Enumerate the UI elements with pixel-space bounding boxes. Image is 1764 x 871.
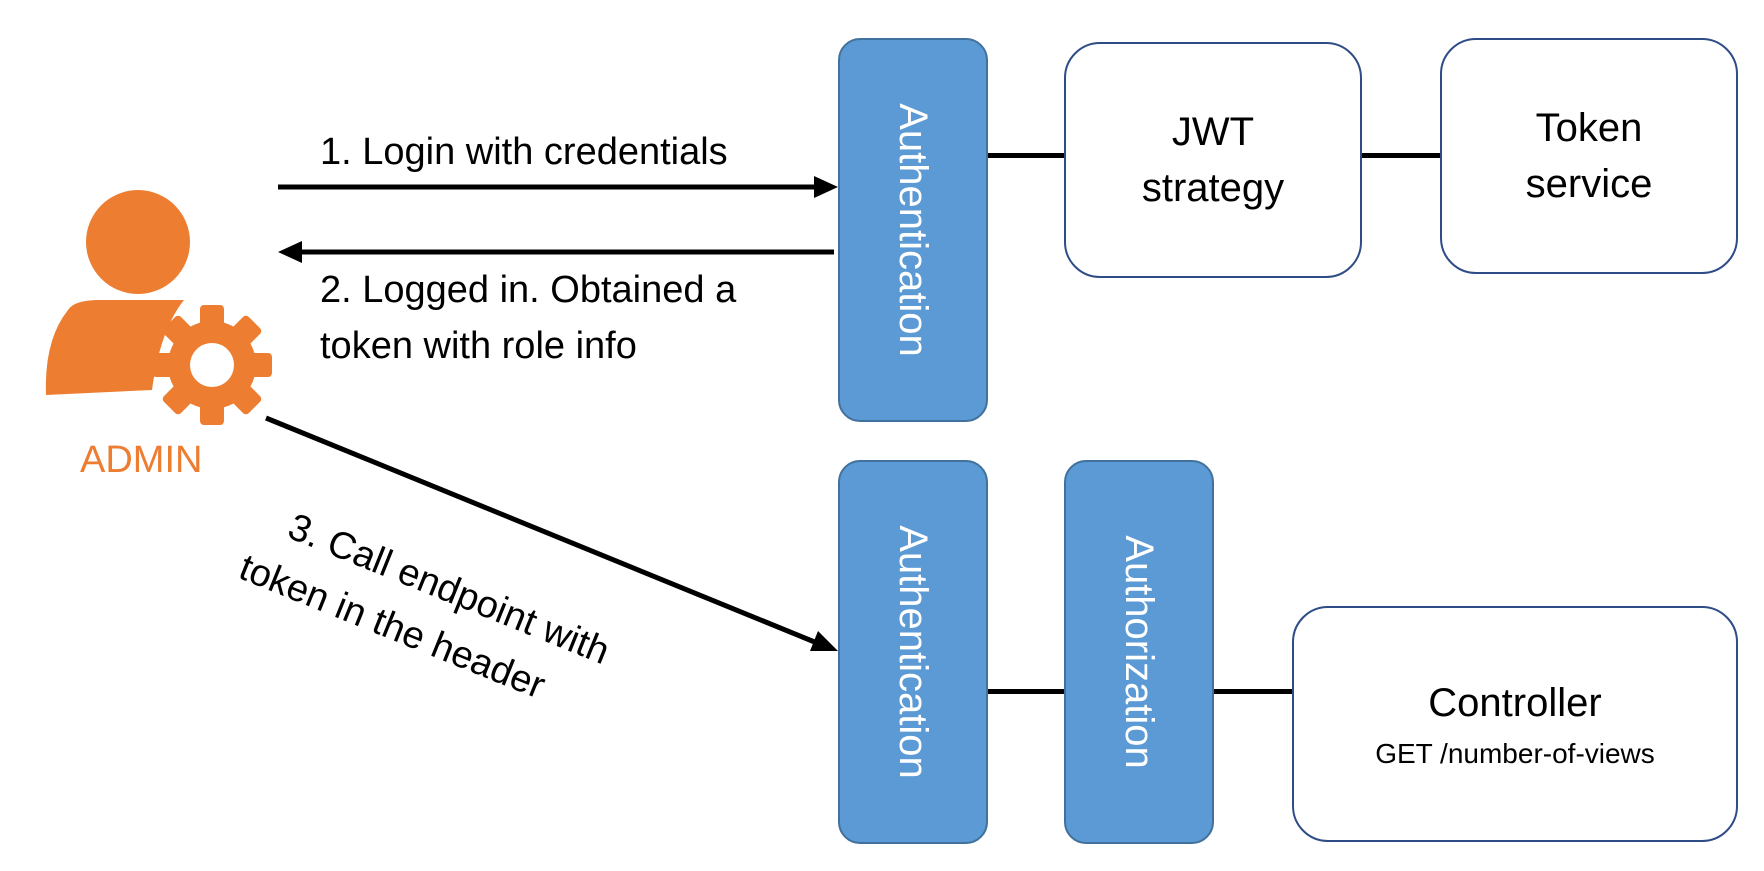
controller-title: Controller [1428, 681, 1602, 725]
jwt-strategy-box: JWT strategy [1064, 42, 1362, 278]
top-authentication-label: Authentication [891, 103, 935, 357]
endpoint-call-arrow [265, 415, 823, 648]
admin-actor [40, 190, 280, 430]
top-connector-jwt-token [1362, 153, 1440, 158]
step-2-label-line1: 2. Logged in. Obtained a [320, 269, 737, 311]
token-service-line1: Token [1535, 106, 1643, 150]
bottom-connector-authz-controller [1214, 689, 1294, 694]
top-connector-auth-jwt [988, 153, 1064, 158]
token-service-line2: service [1525, 162, 1653, 206]
admin-user-gear-icon [45, 190, 272, 425]
top-authentication-guard: Authentication [838, 38, 988, 422]
controller-box: Controller GET /number-of-views [1292, 606, 1738, 842]
jwt-strategy-line1: JWT [1171, 110, 1255, 154]
controller-endpoint: GET /number-of-views [1375, 738, 1655, 769]
login-response-arrowhead [278, 241, 302, 263]
authorization-guard: Authorization [1064, 460, 1214, 844]
bottom-connector-auth-authz [988, 689, 1064, 694]
authorization-label: Authorization [1117, 535, 1161, 769]
bottom-authentication-label: Authentication [891, 525, 935, 779]
endpoint-call-arrowhead [810, 631, 838, 651]
step-1-label: 1. Login with credentials [320, 131, 728, 173]
token-service-box: Token service [1440, 38, 1738, 274]
step-2-label-line2: token with role info [320, 325, 637, 367]
jwt-strategy-line2: strategy [1141, 166, 1285, 210]
login-request-arrowhead [814, 176, 838, 198]
bottom-authentication-guard: Authentication [838, 460, 988, 844]
admin-label: ADMIN [80, 439, 203, 481]
